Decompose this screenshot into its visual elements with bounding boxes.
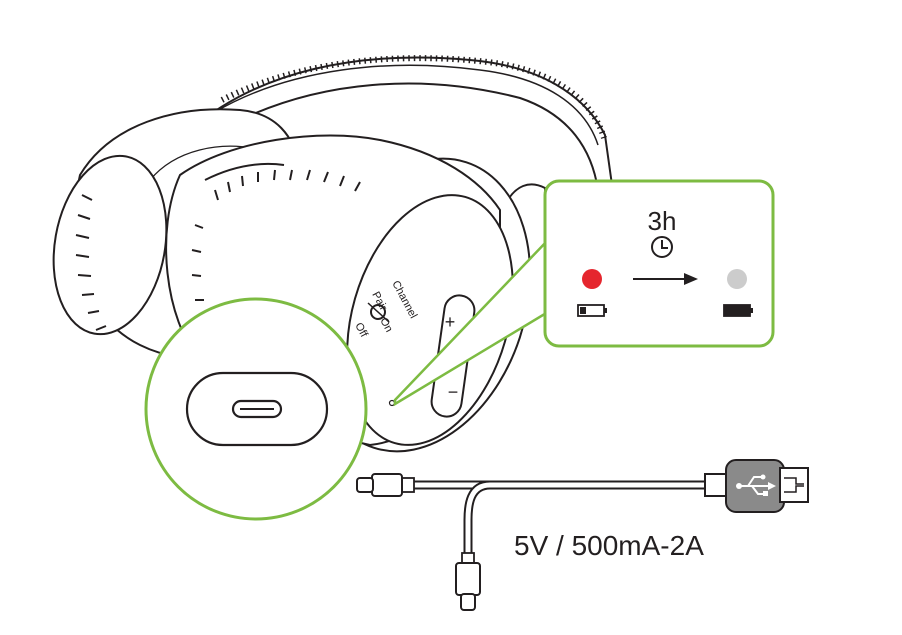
charge-duration-label: 3h [648,206,677,236]
usb-symbol-icon [736,474,776,496]
battery-full-icon [723,304,753,317]
battery-low-icon [577,304,607,317]
port-zoom-callout [144,297,368,521]
volume-up-label: + [445,312,456,332]
mode-switch[interactable] [367,302,390,323]
arrow-right-icon [633,273,698,285]
usb-a-plug[interactable] [704,459,809,513]
usb-c-plug-bottom[interactable] [455,552,481,611]
led-off-indicator [727,269,747,289]
usb-c-port-icon [185,371,329,447]
clock-icon [651,236,673,258]
usb-cable [356,459,809,611]
usb-c-plug-left[interactable] [356,473,415,497]
led-red-indicator [582,269,602,289]
charging-status-callout: 3h [543,179,775,348]
volume-down-label: − [448,382,459,402]
power-spec-label: 5V / 500mA-2A [514,530,704,561]
